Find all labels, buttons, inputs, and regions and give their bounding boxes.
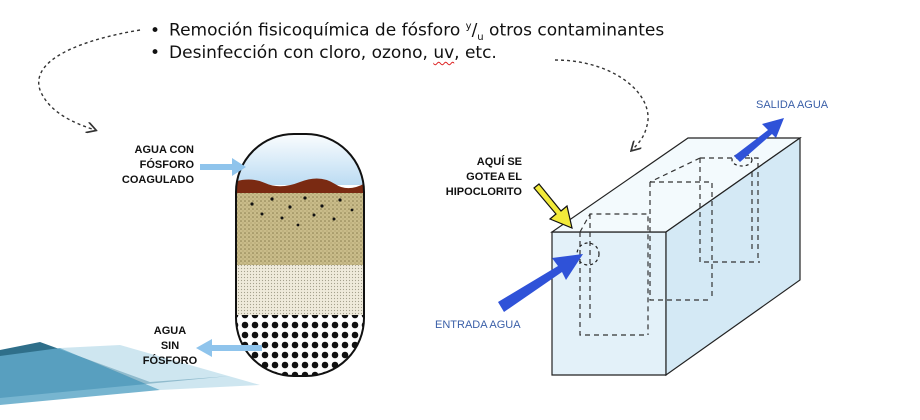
bullet-text-end: otros contaminantes (483, 20, 665, 41)
decorative-ribbon (0, 342, 260, 405)
label-line: AQUÍ SE (476, 156, 522, 168)
sludge-layer (236, 178, 364, 195)
filter-bottom-label: AGUA SIN FÓSFORO (140, 324, 200, 369)
label-line: COAGULADO (121, 174, 194, 186)
inlet-arrow-filter (200, 158, 246, 176)
bullet-item: Remoción fisicoquímica de fósforo y/u ot… (150, 14, 665, 44)
water-layer (236, 134, 364, 185)
label-line: AGUA (153, 325, 187, 337)
curved-connector-left (38, 29, 141, 130)
outlet-arrow-filter (196, 339, 262, 357)
label-line: AGUA CON (134, 144, 194, 156)
bullet-list: Remoción fisicoquímica de fósforo y/u ot… (150, 14, 664, 66)
outlet-arrow-tank (734, 118, 784, 162)
slash: / (471, 20, 478, 41)
bullet-text: Desinfección con cloro, ozono, (169, 43, 434, 63)
spellcheck-word: uv (433, 43, 455, 63)
drip-label: AQUÍ SE GOTEA EL HIPOCLORITO (440, 155, 522, 200)
bullet-text-end: , etc. (454, 43, 497, 63)
superscript-y: y (465, 21, 472, 32)
label-line: FÓSFORO (142, 355, 198, 367)
bullet-text: Remoción fisicoquímica de fósforo (169, 20, 466, 41)
phosphorus-particles (250, 196, 354, 227)
filter-vessel (235, 133, 365, 377)
label-line: SIN (160, 340, 180, 352)
filter-top-label: AGUA CON FÓSFORO COAGULADO (102, 143, 194, 188)
inlet-label: ENTRADA AGUA (435, 319, 521, 331)
contact-tank (550, 136, 802, 377)
inlet-arrow-tank (498, 254, 583, 312)
label-line: FÓSFORO (139, 159, 194, 171)
label-line: HIPOCLORITO (445, 186, 522, 198)
sand-layer (236, 193, 364, 265)
drip-arrow (533, 183, 573, 229)
curved-connector-right (554, 59, 649, 150)
vessel-outline (235, 133, 365, 377)
fine-sand-layer (236, 265, 364, 315)
inlet-port (576, 242, 600, 266)
bullet-item: Desinfección con cloro, ozono, uv, etc. (150, 40, 664, 66)
label-line: GOTEA EL (466, 171, 522, 183)
outlet-label: SALIDA AGUA (756, 99, 829, 111)
subscript-u: u (477, 32, 484, 44)
